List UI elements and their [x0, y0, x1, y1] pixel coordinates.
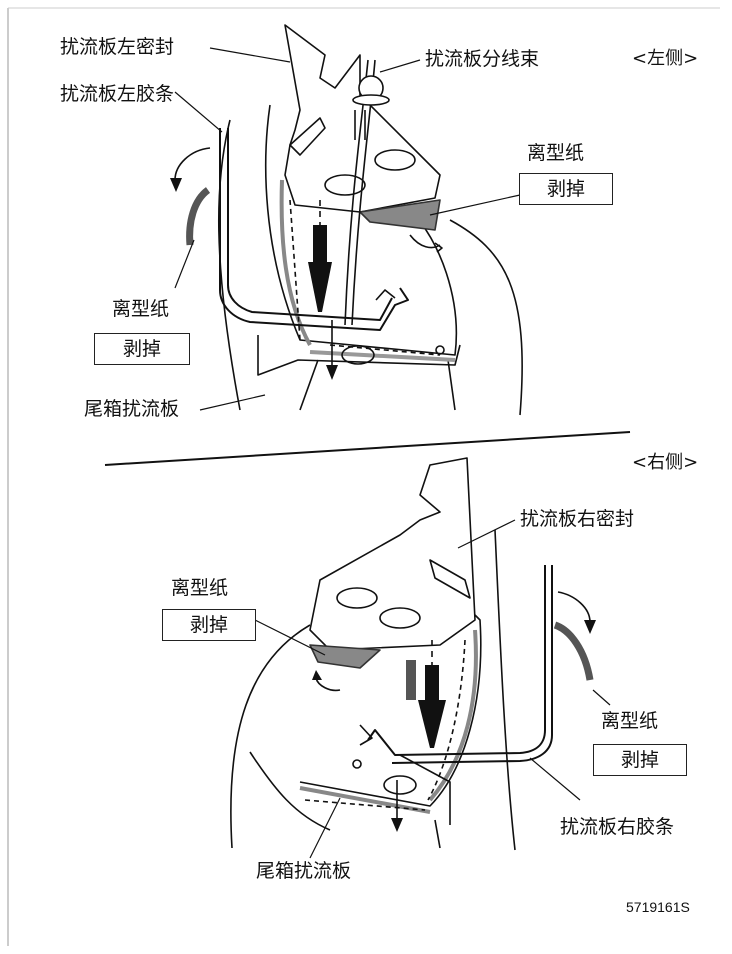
release-paper-label: 离型纸 — [171, 577, 229, 599]
left-tape-label: 扰流板左胶条 — [60, 83, 175, 105]
figure-code: 5719161S — [626, 899, 690, 915]
section-divider — [104, 431, 631, 466]
left-seal-label: 扰流板左密封 — [60, 36, 175, 58]
release-paper-label: 离型纸 — [527, 142, 585, 164]
trunk-spoiler-label: 尾箱扰流板 — [84, 398, 180, 420]
trunk-spoiler-label: 尾箱扰流板 — [256, 860, 352, 882]
right-side-heading: <右侧> — [632, 452, 699, 473]
release-paper-label: 离型纸 — [112, 298, 170, 320]
harness-label: 扰流板分线束 — [425, 48, 540, 70]
release-paper-label: 离型纸 — [601, 710, 659, 732]
peel-off-box: 剥掉 — [94, 333, 190, 365]
peel-off-box: 剥掉 — [593, 744, 687, 776]
peel-off-box: 剥掉 — [519, 173, 613, 205]
left-side-heading: <左侧> — [632, 48, 699, 69]
right-tape-label: 扰流板右胶条 — [560, 816, 675, 838]
right-seal-label: 扰流板右密封 — [520, 508, 635, 530]
right-side-illustration — [230, 457, 611, 859]
left-side-illustration — [170, 24, 523, 416]
peel-off-box: 剥掉 — [162, 609, 256, 641]
